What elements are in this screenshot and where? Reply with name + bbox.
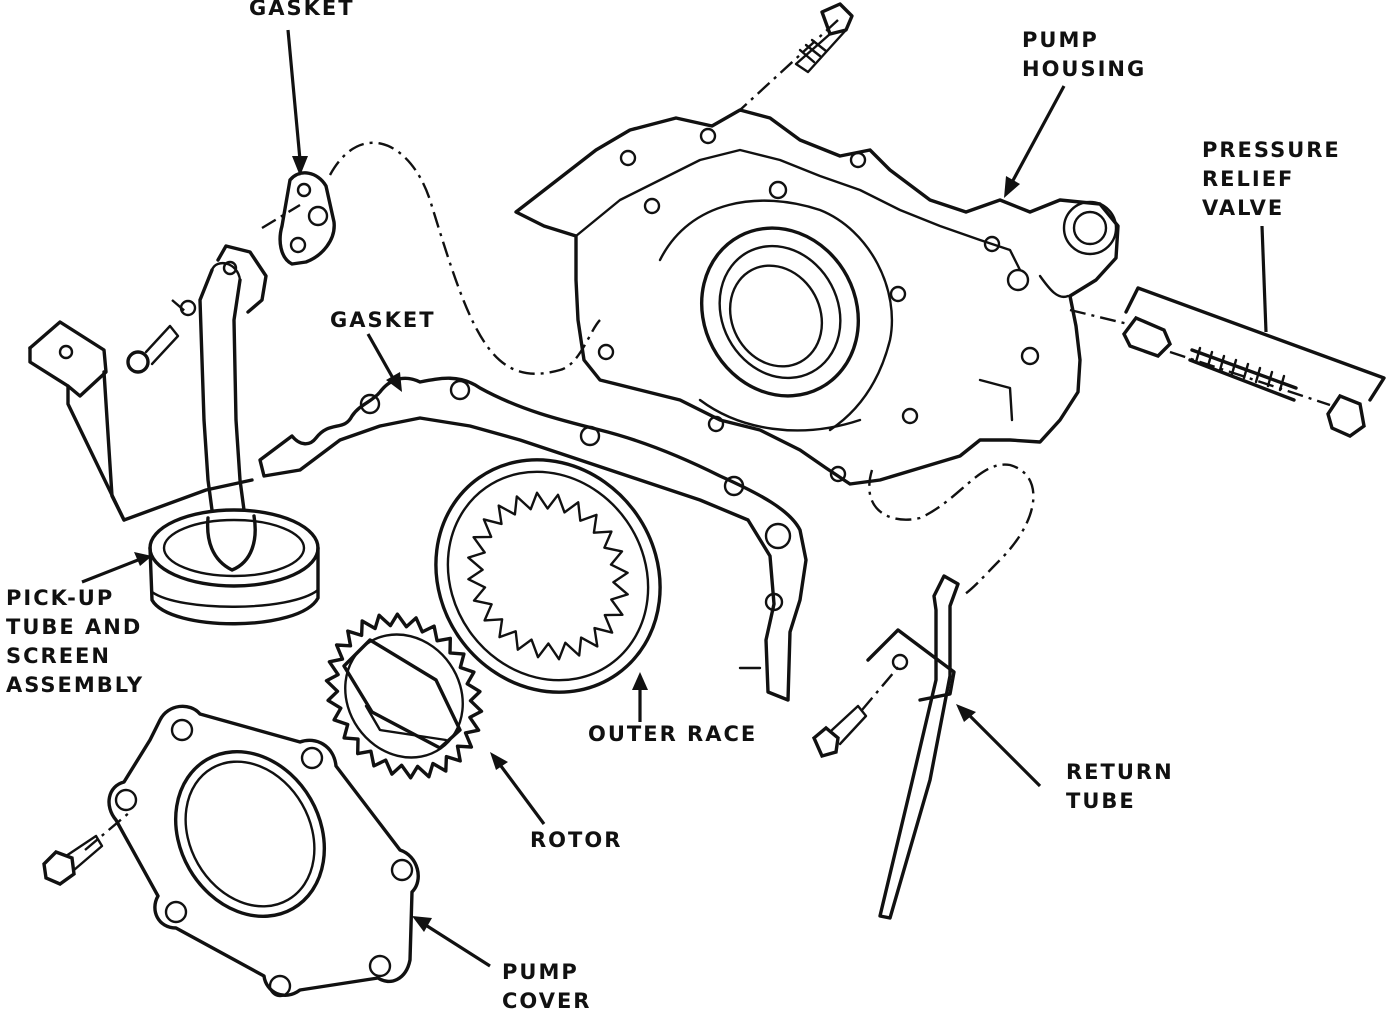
label-line: GASKET bbox=[249, 0, 355, 20]
label-line: PRESSURE bbox=[1202, 138, 1341, 162]
label-gasket-middle: GASKET bbox=[330, 306, 436, 335]
label-pump-cover: PUMP COVER bbox=[502, 958, 591, 1016]
label-line: PUMP bbox=[1022, 28, 1099, 52]
pressure-relief-valve-parts bbox=[1122, 286, 1386, 438]
label-line: SCREEN bbox=[6, 644, 111, 668]
label-line: TUBE AND bbox=[6, 615, 143, 639]
assembly-center-lines bbox=[84, 19, 1331, 851]
large-gasket bbox=[258, 376, 808, 702]
label-line: PUMP bbox=[502, 960, 579, 984]
leader-arrows bbox=[81, 29, 1268, 968]
pickup-tube-assembly bbox=[28, 244, 320, 626]
label-line: GASKET bbox=[330, 308, 436, 332]
label-line: HOUSING bbox=[1022, 57, 1147, 81]
pump-cover bbox=[107, 704, 420, 998]
label-line: TUBE bbox=[1066, 789, 1136, 813]
label-pickup-tube: PICK-UP TUBE AND SCREEN ASSEMBLY bbox=[6, 584, 144, 700]
label-rotor: ROTOR bbox=[530, 826, 622, 855]
return-tube bbox=[866, 574, 960, 920]
label-pressure-relief-valve: PRESSURE RELIEF VALVE bbox=[1202, 136, 1341, 223]
label-pump-housing: PUMP HOUSING bbox=[1022, 26, 1146, 84]
label-line: RELIEF bbox=[1202, 167, 1295, 191]
pump-housing bbox=[514, 108, 1120, 486]
label-line: ASSEMBLY bbox=[6, 673, 145, 697]
bolt-pickup bbox=[126, 299, 197, 374]
label-line: ROTOR bbox=[530, 828, 623, 852]
rotor bbox=[324, 612, 484, 780]
label-line: COVER bbox=[502, 989, 592, 1013]
label-gasket-top: GASKET bbox=[249, 0, 355, 23]
bolt-cover bbox=[42, 834, 104, 886]
bolt-return bbox=[811, 704, 868, 759]
label-outer-race: OUTER RACE bbox=[588, 720, 757, 749]
label-line: VALVE bbox=[1202, 196, 1285, 220]
label-line: OUTER RACE bbox=[588, 722, 758, 746]
label-line: RETURN bbox=[1066, 760, 1174, 784]
bolt-top bbox=[794, 2, 854, 74]
small-gasket bbox=[278, 171, 336, 266]
label-line: PICK-UP bbox=[6, 586, 115, 610]
outer-race bbox=[434, 458, 662, 694]
label-return-tube: RETURN TUBE bbox=[1066, 758, 1174, 816]
